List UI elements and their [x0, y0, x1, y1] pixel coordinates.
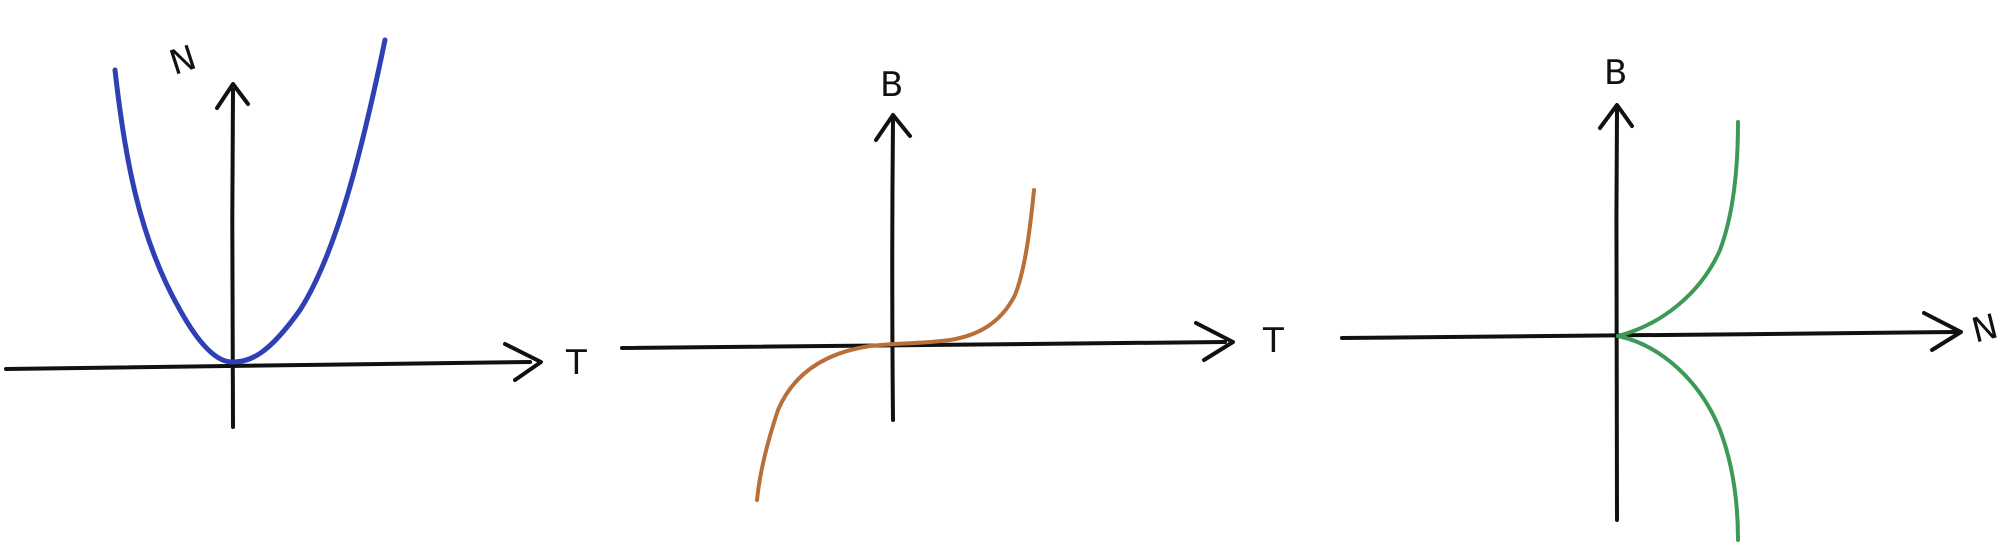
panel-1-n-axis-arrowhead [215, 82, 250, 110]
panel-3-lower-branch-curve [1616, 334, 1740, 542]
panel-1-t-axis-label: T [565, 343, 587, 383]
panel-2: B T [620, 65, 1284, 502]
panel-1-t-axis [4, 360, 532, 371]
panel-3-b-axis-label: B [1604, 53, 1627, 93]
panel-2-b-axis [890, 118, 895, 422]
panel-1-parabola-curve [112, 37, 388, 365]
panel-3-n-axis [1340, 330, 1957, 340]
panel-3: B N [1340, 53, 2002, 542]
panel-3-upper-branch-curve [1616, 120, 1740, 338]
panel-1-n-axis-label: N [165, 38, 202, 84]
panel-3-b-axis [1614, 108, 1619, 522]
panel-3-b-axis-arrowhead [1598, 103, 1634, 130]
panel-2-t-axis-arrowhead [1194, 321, 1235, 362]
panel-2-b-axis-label: B [880, 65, 903, 105]
panel-3-n-axis-label: N [1968, 307, 2002, 352]
panel-2-cubic-curve [755, 188, 1036, 502]
panel-1-n-axis [230, 88, 235, 429]
panel-2-t-axis-label: T [1262, 321, 1284, 361]
panel-3-n-axis-arrowhead [1922, 311, 1963, 352]
panel-2-b-axis-arrowhead [874, 113, 912, 142]
panel-1-t-axis-arrowhead [503, 342, 543, 382]
panel-1: N T [4, 37, 587, 429]
